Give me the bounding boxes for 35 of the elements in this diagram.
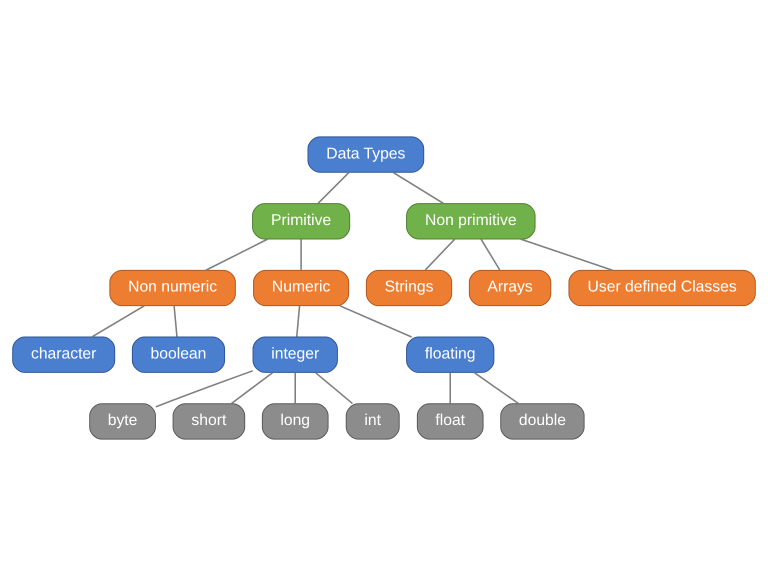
connector <box>315 372 353 404</box>
node-box: Non numeric <box>109 270 236 306</box>
node-box: Arrays <box>468 270 552 306</box>
node-box: Strings <box>366 270 452 306</box>
node-box: boolean <box>132 336 226 373</box>
node-box: double <box>500 403 585 440</box>
connector <box>480 238 500 270</box>
node-box: float <box>416 403 484 440</box>
node-box: int <box>346 403 400 440</box>
connector <box>318 172 350 204</box>
connector <box>91 305 145 338</box>
connector <box>294 372 296 404</box>
connector <box>474 372 519 404</box>
connector <box>156 370 254 408</box>
connector <box>230 372 273 404</box>
node-box: Data Types <box>307 136 424 173</box>
connector <box>300 239 302 270</box>
node-box: byte <box>89 403 156 440</box>
node-box: floating <box>406 336 494 373</box>
node-box: User defined Classes <box>568 270 756 306</box>
node-box: character <box>12 336 116 373</box>
connector <box>340 305 412 338</box>
node-box: integer <box>252 336 338 373</box>
connector <box>520 238 614 272</box>
connector <box>449 372 451 404</box>
node-box: Numeric <box>253 270 350 306</box>
connector <box>206 238 268 271</box>
node-box: Primitive <box>252 203 350 240</box>
connector <box>173 306 178 337</box>
connector <box>296 306 300 337</box>
connector <box>424 238 456 270</box>
node-box: short <box>172 403 246 440</box>
node-box: Non primitive <box>406 203 536 240</box>
node-box: long <box>262 403 329 440</box>
connector <box>392 172 444 204</box>
